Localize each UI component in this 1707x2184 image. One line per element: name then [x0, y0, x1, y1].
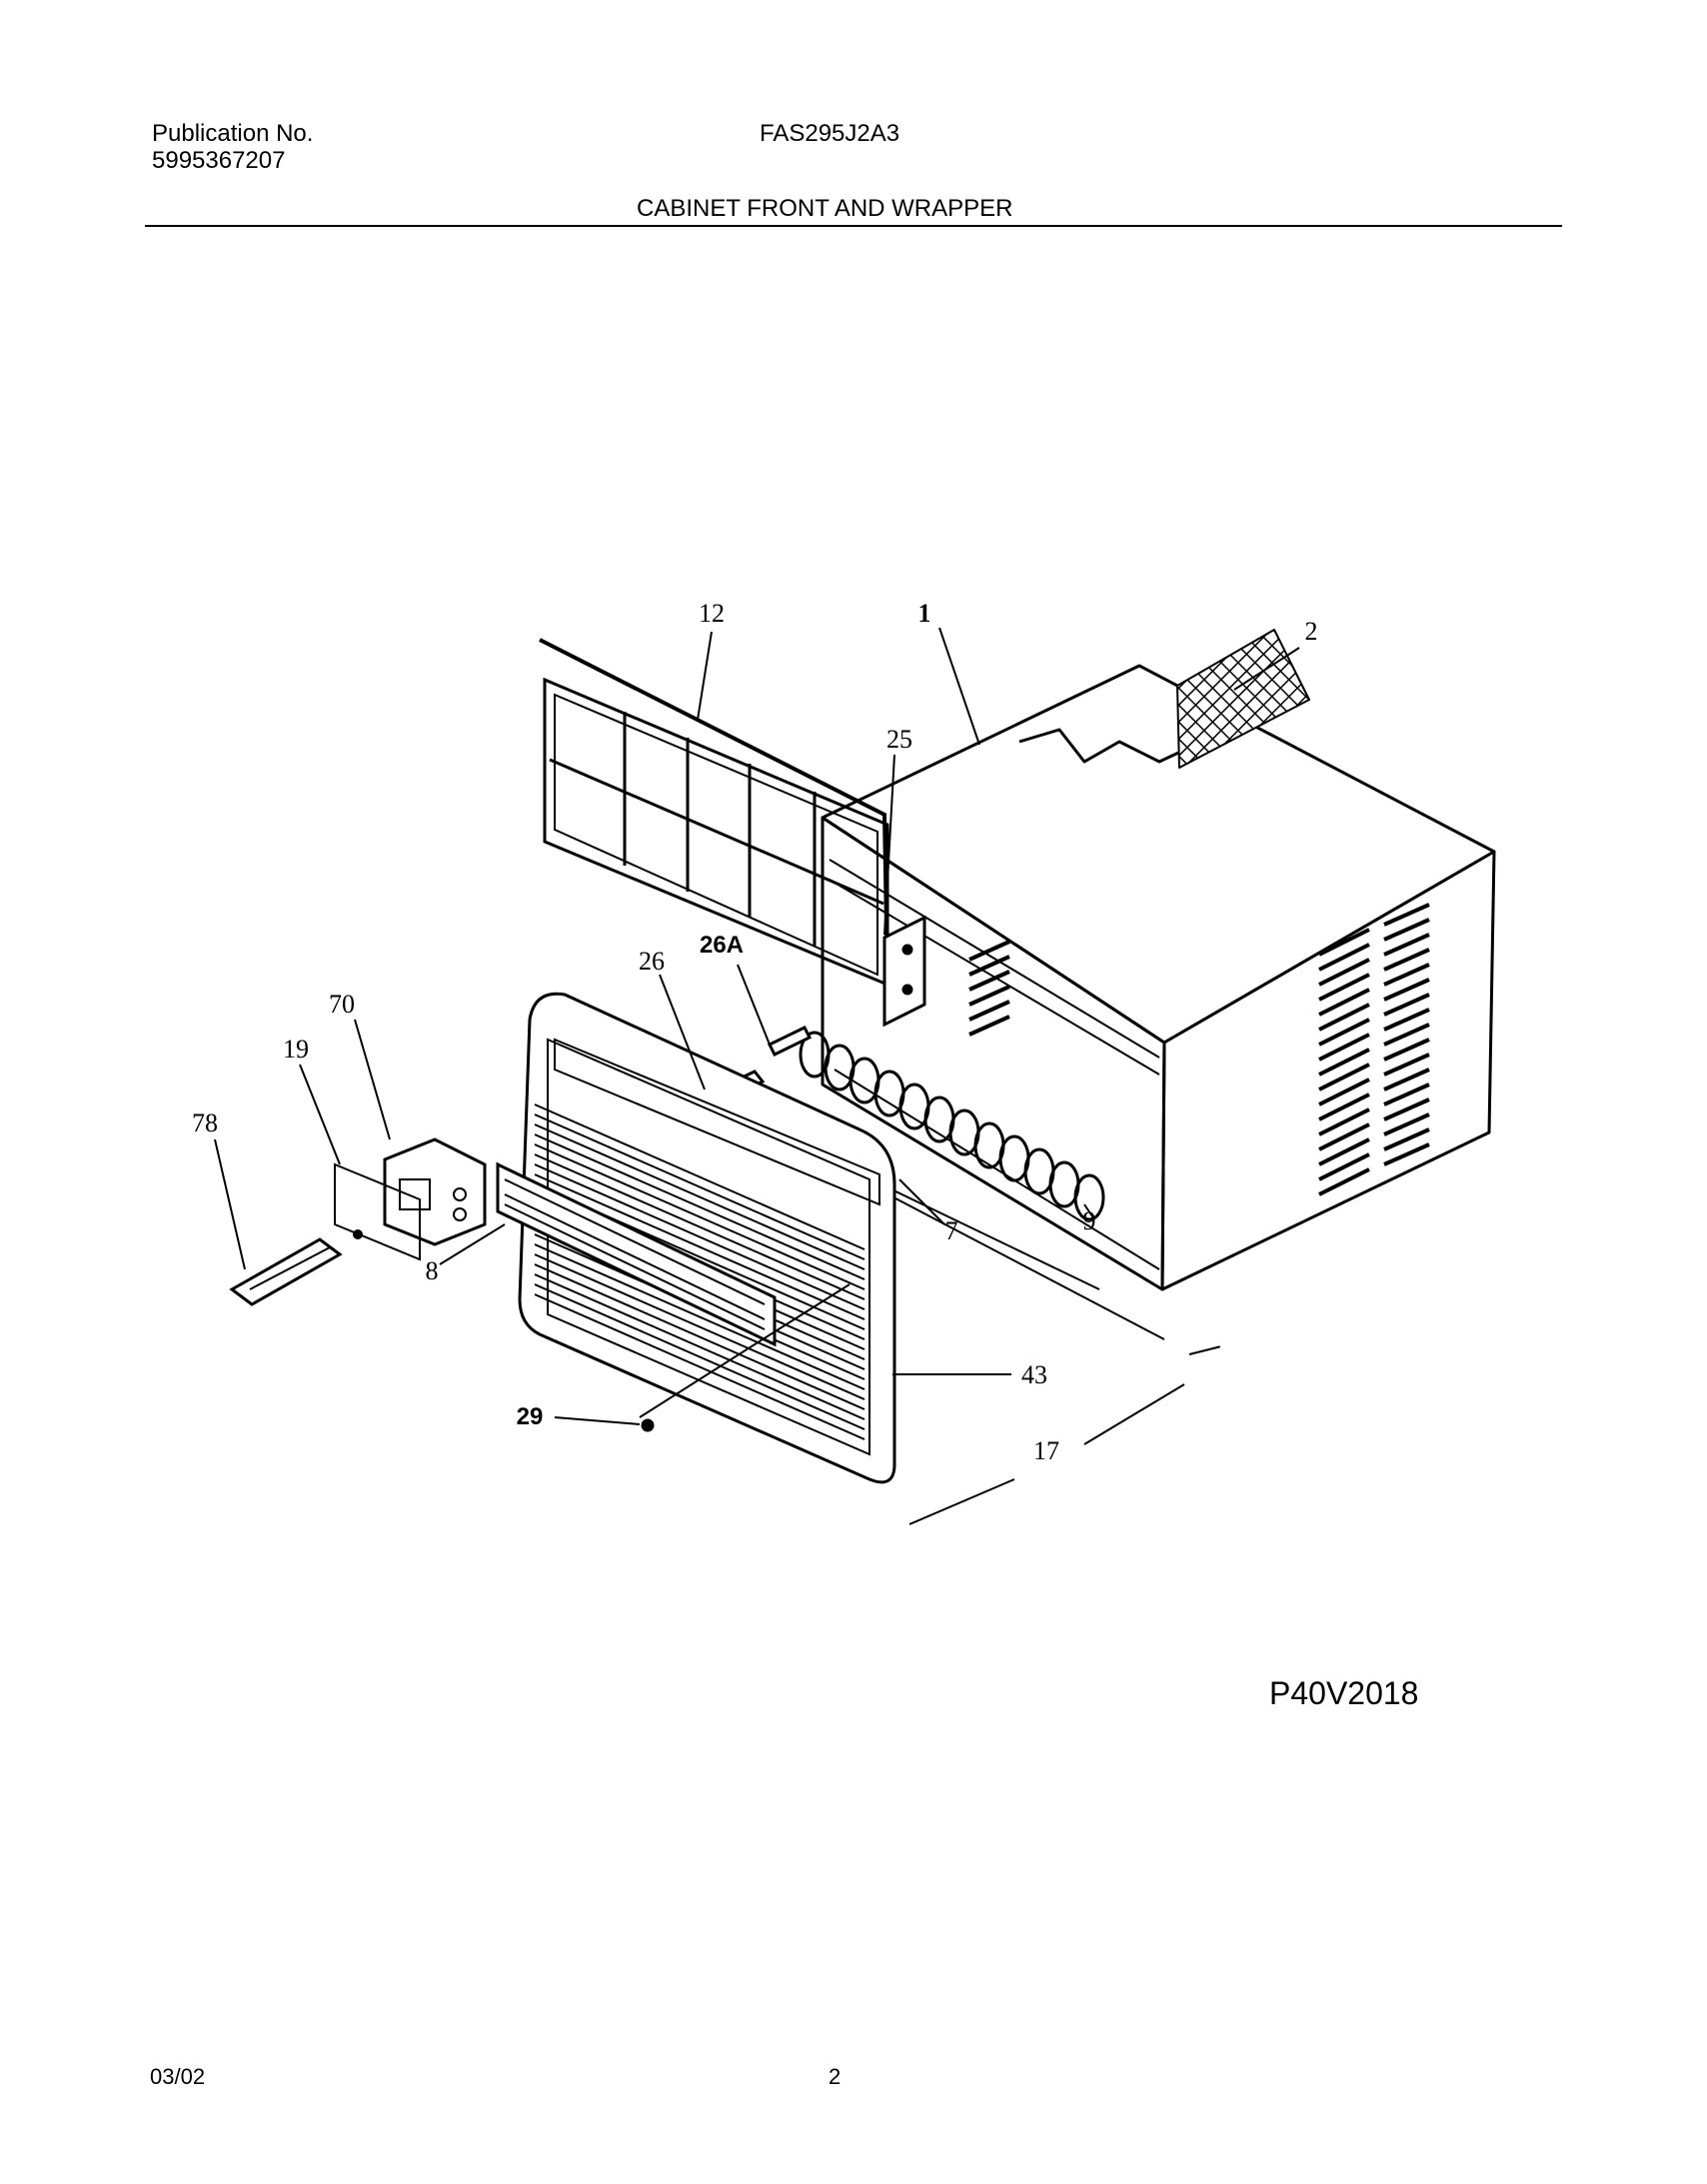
callout-26a: 26A [700, 932, 744, 959]
control-label [334, 1162, 421, 1261]
callout-2: 2 [1305, 617, 1318, 646]
callout-25: 25 [886, 725, 912, 754]
model-number: FAS295J2A3 [760, 120, 900, 147]
side-louvers [968, 903, 1430, 1196]
front-grille-panel [518, 992, 896, 1484]
callout-7: 7 [945, 1216, 958, 1245]
section-title: CABINET FRONT AND WRAPPER [637, 195, 1013, 222]
callout-70: 70 [329, 990, 355, 1019]
callout-9: 9 [1083, 1206, 1096, 1235]
callout-12: 12 [699, 599, 725, 628]
figure-code: P40V2018 [1269, 1675, 1419, 1711]
callout-43: 43 [1021, 1360, 1047, 1389]
header-rule [145, 225, 1562, 227]
remote-control [229, 1237, 343, 1306]
louver-insert [496, 1161, 777, 1347]
callout-8: 8 [426, 1256, 439, 1285]
control-bracket [882, 915, 926, 1028]
mesh-grille [1176, 629, 1310, 769]
publication-label: Publication No. [152, 120, 314, 147]
control-box [383, 1137, 487, 1246]
callout-78: 78 [192, 1108, 218, 1137]
leader-lines [214, 627, 1300, 1525]
callout-1: 1 [918, 599, 931, 628]
footer-date: 03/02 [150, 2064, 206, 2089]
page-number: 2 [829, 2064, 842, 2089]
callout-17: 17 [1033, 1436, 1059, 1465]
callout-19: 19 [283, 1035, 309, 1064]
screw [641, 1418, 655, 1432]
callout-29: 29 [517, 1403, 544, 1430]
callout-26: 26 [639, 947, 665, 976]
air-filter [539, 638, 889, 988]
publication-number: 5995367207 [152, 147, 286, 174]
callout-labels: 12 1 2 25 26A 26 70 19 78 9 7 8 43 29 17 [192, 599, 1318, 1465]
